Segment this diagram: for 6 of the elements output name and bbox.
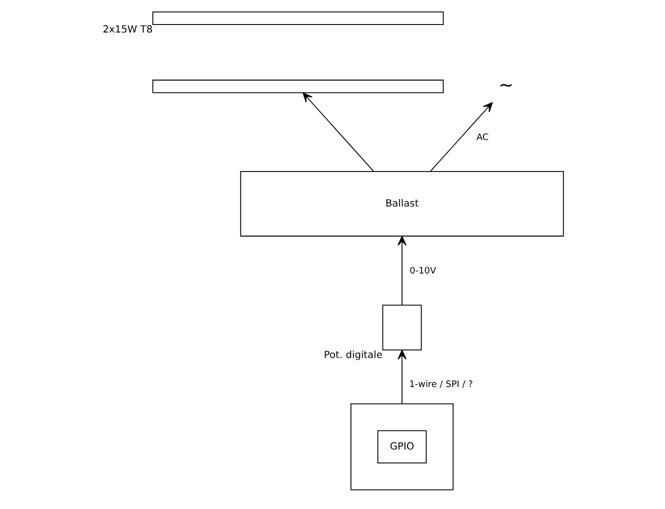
edge-label: 1-wire / SPI / ?: [408, 380, 472, 390]
edge-label: AC: [476, 132, 488, 143]
node-text: ~: [498, 74, 514, 96]
edge-label: 0-10V: [409, 266, 436, 276]
node-label: Pot. digitale: [323, 350, 382, 361]
node-label: 2x15W T8: [102, 24, 152, 36]
